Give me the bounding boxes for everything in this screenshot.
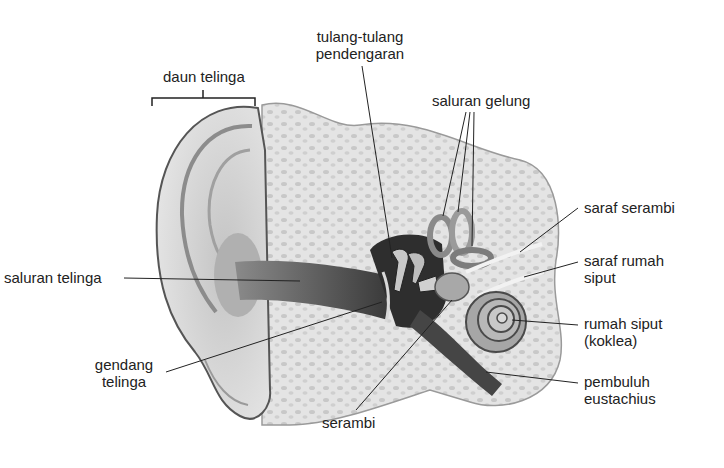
leader-line: [472, 112, 474, 246]
cochlea: [466, 292, 526, 352]
part-label: saluran telinga: [4, 269, 102, 286]
ear-canal: [235, 261, 388, 320]
part-label: tulang-tulang pendengaran: [298, 28, 422, 62]
leader-line: [486, 372, 578, 383]
part-label: saraf serambi: [584, 199, 675, 216]
leader-line: [356, 300, 452, 410]
cochlea-turn: [497, 313, 507, 323]
ear-lobe: [205, 360, 248, 405]
leader-line: [124, 278, 300, 281]
incus: [408, 253, 425, 284]
bracket: [152, 90, 255, 106]
leader-line: [362, 66, 392, 258]
leader-line: [166, 302, 382, 372]
part-label: saluran gelung: [432, 92, 530, 109]
part-label: daun telinga: [163, 68, 245, 85]
part-label: pembuluh eustachius: [584, 373, 688, 407]
vestibule: [435, 273, 469, 301]
part-label: rumah siput (koklea): [584, 315, 688, 349]
part-label: gendang telinga: [82, 356, 166, 390]
leader-line: [458, 112, 470, 212]
leader-line: [512, 320, 578, 325]
part-label: serambi: [322, 414, 375, 431]
semicircular-canal: [430, 217, 452, 255]
leader-line: [520, 208, 578, 252]
part-label: saraf rumah siput: [584, 252, 688, 286]
cochlea-turn: [488, 306, 514, 332]
eardrum: [383, 272, 389, 322]
malleus: [392, 249, 408, 292]
semicircular-canal: [452, 211, 472, 253]
leader-line: [524, 262, 578, 277]
leader-line: [443, 112, 466, 216]
vestibular-nerve: [466, 244, 542, 272]
